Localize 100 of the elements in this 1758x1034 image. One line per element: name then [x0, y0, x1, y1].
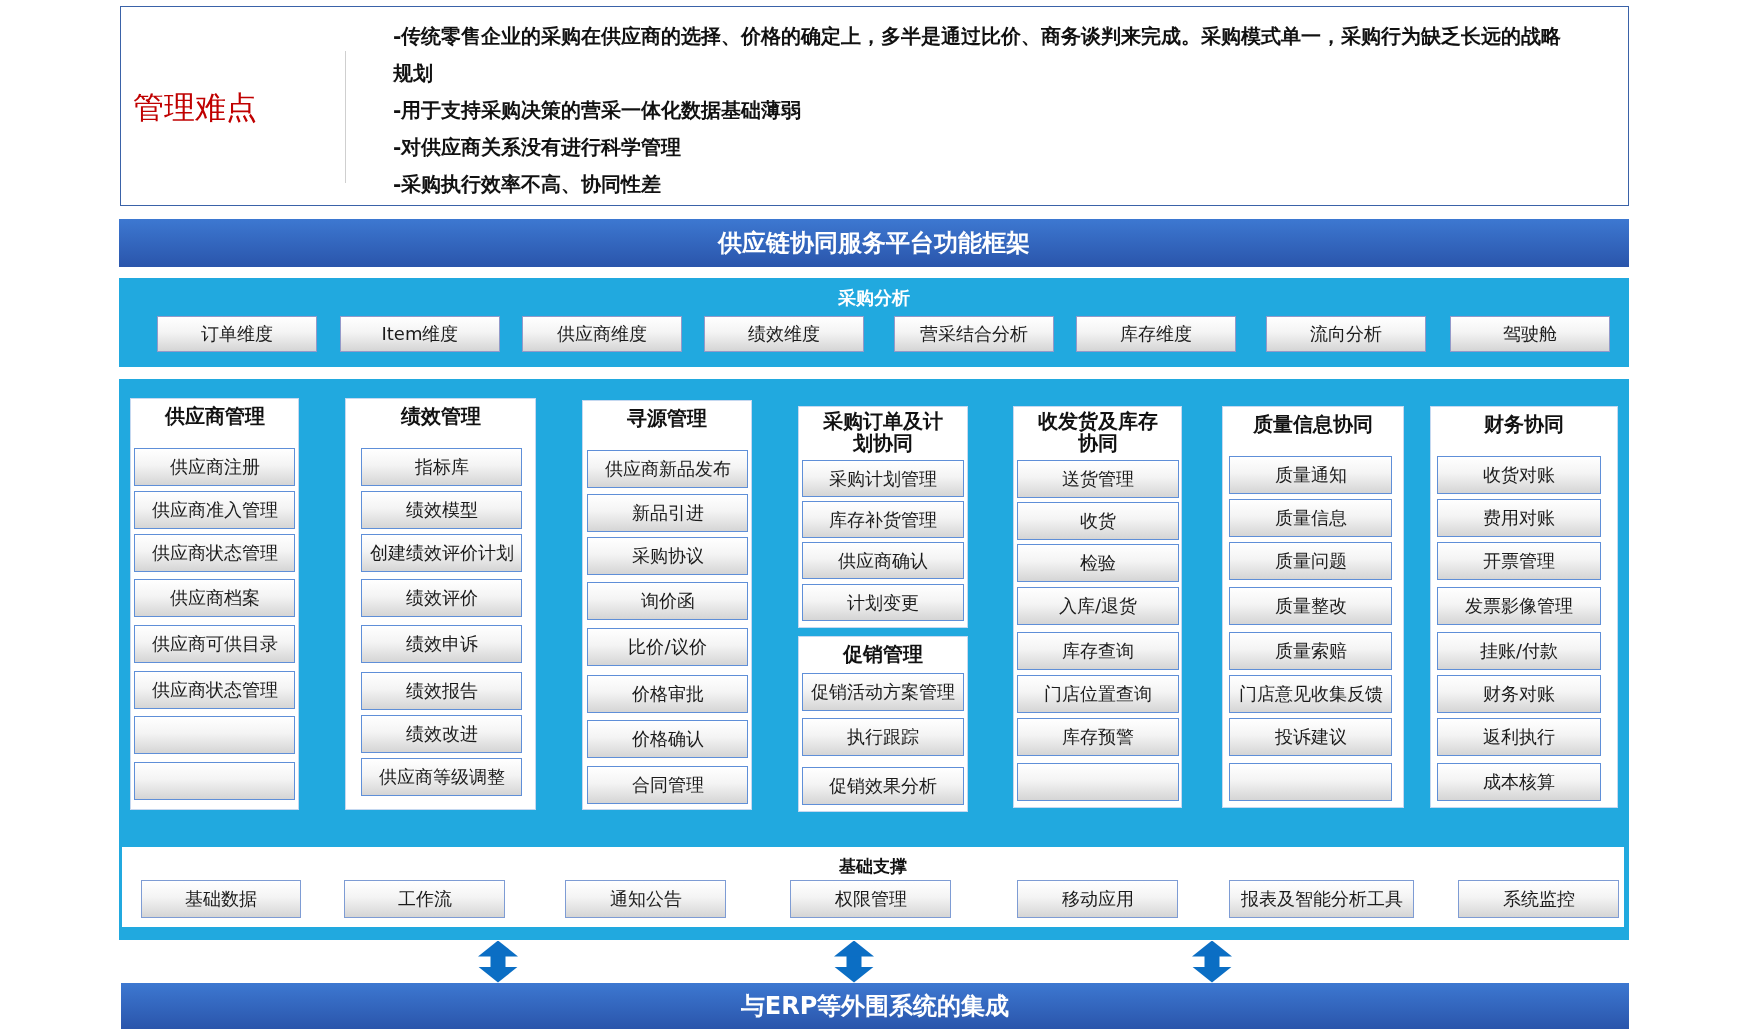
module-box: 执行跟踪 — [802, 718, 964, 756]
module-box: 供应商档案 — [134, 579, 295, 617]
module-box: 绩效报告 — [361, 672, 522, 710]
module-box: 费用对账 — [1437, 499, 1601, 537]
module-box: 财务对账 — [1437, 675, 1601, 713]
module-box: 供应商新品发布 — [587, 450, 748, 488]
module-box: 通知公告 — [565, 880, 726, 918]
module-box: 价格确认 — [587, 720, 748, 758]
module-box: 质量通知 — [1229, 456, 1392, 494]
module-panel — [798, 406, 968, 628]
module-box: 绩效维度 — [704, 316, 864, 352]
module-box: 合同管理 — [587, 766, 748, 804]
module-box: 挂账/付款 — [1437, 632, 1601, 670]
module-box: 订单维度 — [157, 316, 317, 352]
module-box: 绩效改进 — [361, 715, 522, 753]
double-arrow — [834, 940, 874, 983]
info-panel — [120, 6, 1629, 206]
module-box: 投诉建议 — [1229, 718, 1392, 756]
support-panel — [122, 847, 1624, 927]
module-box: 成本核算 — [1437, 763, 1601, 801]
panel-heading: 促销管理 — [843, 643, 923, 665]
framework-background — [119, 379, 1629, 940]
module-box: 价格审批 — [587, 675, 748, 713]
module-panel — [798, 636, 968, 812]
header-banner: 供应链协同服务平台功能框架 — [119, 219, 1629, 267]
module-box: 权限管理 — [790, 880, 951, 918]
empty-module-box — [134, 762, 295, 800]
module-box: 绩效评价 — [361, 579, 522, 617]
analysis-band — [119, 278, 1629, 367]
module-box: 开票管理 — [1437, 542, 1601, 580]
module-box: 质量索赔 — [1229, 632, 1392, 670]
module-box: 驾驶舱 — [1450, 316, 1610, 352]
bullet-text: -用于支持采购决策的营采一体化数据基础薄弱 — [393, 97, 803, 124]
module-box: 基础数据 — [141, 880, 301, 918]
module-box: 检验 — [1017, 544, 1179, 582]
panel-heading: 供应商管理 — [164, 405, 265, 427]
module-box: 营采结合分析 — [894, 316, 1054, 352]
module-box: 供应商状态管理 — [134, 534, 295, 572]
module-box: 系统监控 — [1458, 880, 1619, 918]
module-box: 库存预警 — [1017, 718, 1179, 756]
module-box: 指标库 — [361, 448, 522, 486]
module-box: 收货 — [1017, 502, 1179, 540]
module-box: 报表及智能分析工具 — [1229, 880, 1414, 918]
module-box: 采购协议 — [587, 537, 748, 575]
module-box: 质量问题 — [1229, 542, 1392, 580]
module-box: 供应商可供目录 — [134, 625, 295, 663]
panel-heading: 寻源管理 — [627, 407, 707, 429]
module-box: 供应商注册 — [134, 448, 295, 486]
module-box: 库存补货管理 — [802, 501, 964, 538]
module-box: 新品引进 — [587, 494, 748, 532]
module-panel — [582, 400, 752, 810]
section-title: 管理难点 — [133, 88, 257, 127]
panel-heading: 采购订单及计划协同 — [822, 410, 944, 454]
double-arrow — [1192, 940, 1232, 983]
module-box: 供应商维度 — [522, 316, 682, 352]
module-box: 促销活动方案管理 — [802, 673, 964, 711]
module-box: 质量整改 — [1229, 587, 1392, 625]
panel-heading: 绩效管理 — [400, 405, 481, 427]
footer-banner: 与ERP等外围系统的集成 — [121, 983, 1629, 1029]
module-panel — [130, 398, 299, 810]
bullet-text: -对供应商关系没有进行科学管理 — [393, 134, 683, 161]
double-arrow — [478, 940, 518, 983]
panel-heading: 基础支撑 — [839, 855, 907, 877]
module-box: 促销效果分析 — [802, 767, 964, 805]
module-box: 库存维度 — [1076, 316, 1236, 352]
panel-heading: 财务协同 — [1484, 413, 1564, 435]
module-panel — [345, 398, 536, 810]
module-box: 质量信息 — [1229, 499, 1392, 537]
module-box: 送货管理 — [1017, 460, 1179, 498]
module-panel — [1430, 406, 1618, 808]
panel-heading: 收发货及库存协同 — [1036, 410, 1159, 454]
module-box: 库存查询 — [1017, 632, 1179, 670]
bullet-text: -传统零售企业的采购在供应商的选择、价格的确定上，多半是通过比价、商务谈判来完成。采购模式单一，采购行为缺乏长远的战略规划 — [393, 23, 1563, 87]
module-box: 工作流 — [344, 880, 505, 918]
module-box: 绩效模型 — [361, 491, 522, 529]
module-box: 发票影像管理 — [1437, 587, 1601, 625]
module-box: 门店意见收集反馈 — [1229, 675, 1392, 713]
module-box: 供应商准入管理 — [134, 491, 295, 529]
module-box: Item维度 — [340, 316, 500, 352]
module-box: 入库/退货 — [1017, 587, 1179, 625]
module-box: 询价函 — [587, 582, 748, 620]
empty-module-box — [1017, 763, 1179, 801]
module-box: 收货对账 — [1437, 456, 1601, 494]
module-box: 计划变更 — [802, 584, 964, 621]
module-box: 供应商状态管理 — [134, 671, 295, 709]
module-box: 供应商等级调整 — [361, 758, 522, 796]
module-box: 流向分析 — [1266, 316, 1426, 352]
module-box: 创建绩效评价计划 — [361, 534, 522, 572]
module-box: 供应商确认 — [802, 542, 964, 579]
empty-module-box — [1229, 763, 1392, 801]
empty-module-box — [134, 716, 295, 754]
module-panel — [1013, 406, 1182, 808]
panel-heading: 质量信息协同 — [1253, 413, 1373, 435]
module-box: 比价/议价 — [587, 628, 748, 666]
module-box: 门店位置查询 — [1017, 675, 1179, 713]
bullet-text: -采购执行效率不高、协同性差 — [393, 171, 663, 198]
module-box: 返利执行 — [1437, 718, 1601, 756]
module-box: 采购计划管理 — [802, 460, 964, 497]
module-box: 移动应用 — [1017, 880, 1178, 918]
module-box: 绩效申诉 — [361, 625, 522, 663]
